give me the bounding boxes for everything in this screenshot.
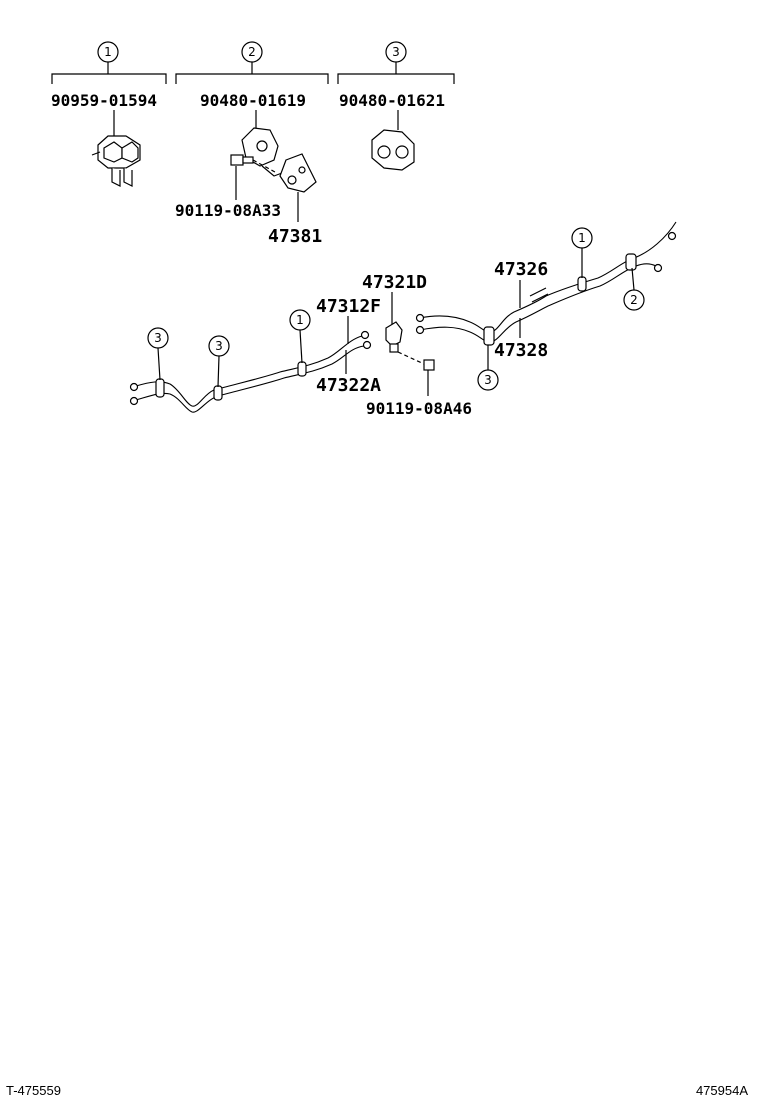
callout-number: 3 [154, 331, 162, 345]
callout-number: 1 [104, 45, 112, 59]
callout-number: 2 [248, 45, 256, 59]
callout-number: 1 [578, 231, 586, 245]
part-number-90480-01619: 90480-01619 [200, 91, 306, 110]
group-bracket [337, 73, 455, 84]
group-bracket [51, 73, 167, 84]
clamp-group-1: 1 90959-01594 [51, 41, 167, 187]
part-number-47322A: 47322A [316, 375, 381, 396]
callout-number: 3 [215, 339, 223, 353]
clamp-3-on-tube [155, 378, 165, 398]
part-number-90480-01621: 90480-01621 [339, 91, 445, 110]
clamp-3-on-tube [213, 385, 223, 401]
group-bracket [175, 73, 329, 84]
callout-number: 1 [296, 313, 304, 327]
clamp-1-drawing [91, 135, 141, 187]
part-number-47321D: 47321D [362, 272, 427, 293]
part-number-47326: 47326 [494, 259, 548, 280]
part-number-90959-01594: 90959-01594 [51, 91, 157, 110]
bolt-90119-08A46-drawing [423, 359, 435, 371]
brake-tube-assembly: 3 3 1 47312F 47322A 47321D 90119-08A46 [129, 221, 677, 418]
clamp-group-3: 3 90480-01621 [337, 41, 455, 171]
part-number-47312F: 47312F [316, 296, 381, 317]
bracket-47381-drawing [279, 153, 317, 193]
clamp-3-on-tube [483, 326, 495, 346]
clamp-group-2: 2 90480-01619 90119-08A33 47381 [175, 41, 329, 247]
footer-figure-number: 475954A [695, 1083, 748, 1098]
bracket-47321D-drawing [385, 321, 425, 365]
callout-number: 3 [484, 373, 492, 387]
part-number-90119-08A33: 90119-08A33 [175, 201, 281, 220]
footer-illustration-code: T-475559 [6, 1083, 61, 1098]
clamp-2-on-tube [625, 253, 637, 271]
clamp-1-on-tube [577, 276, 587, 292]
part-number-90119-08A46: 90119-08A46 [366, 399, 472, 418]
part-number-47381: 47381 [268, 226, 322, 247]
bolt-90119-08A33-drawing [230, 154, 276, 173]
clamp-3-drawing [371, 129, 415, 171]
part-number-47328: 47328 [494, 340, 548, 361]
clamp-1-on-tube [297, 361, 307, 377]
callout-number: 3 [392, 45, 400, 59]
callout-number: 2 [630, 293, 638, 307]
